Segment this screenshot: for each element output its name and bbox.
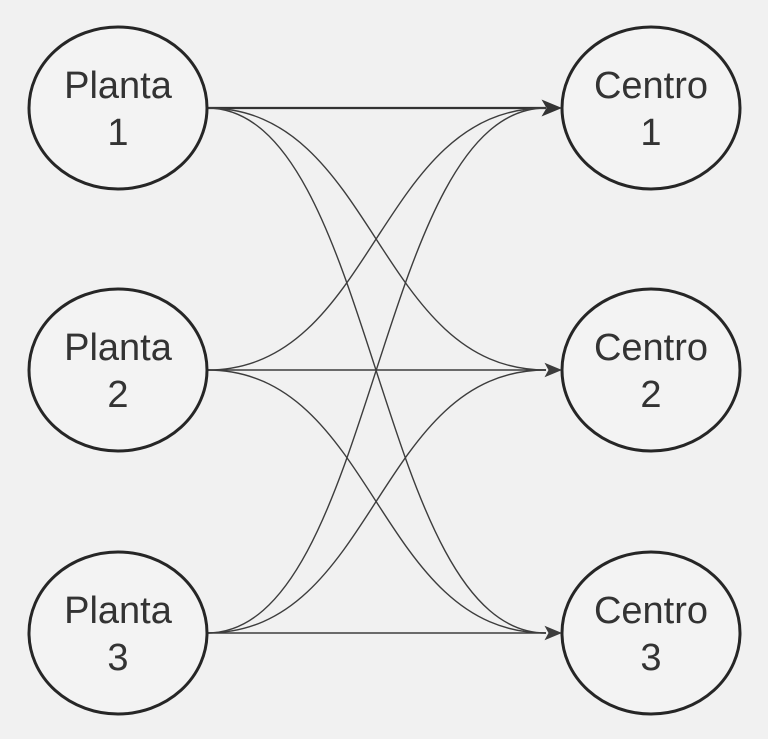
node-centro-3: Centro 3 <box>560 550 742 716</box>
node-centro-2-label: Centro <box>594 327 708 369</box>
node-planta-1-circle <box>27 25 209 191</box>
node-planta-3-label: Planta <box>64 590 173 632</box>
edge-planta3-centro1 <box>206 107 547 634</box>
node-centro-2-number: 2 <box>640 374 661 416</box>
node-centro-1: Centro 1 <box>560 25 742 191</box>
node-centro-3-label: Centro <box>594 590 708 632</box>
arrowhead-centro1-icon <box>541 99 562 117</box>
node-centro-2-circle <box>560 287 742 453</box>
edges-group <box>206 99 562 641</box>
node-planta-1-label: Planta <box>64 65 173 107</box>
node-centro-1-circle <box>560 25 742 191</box>
edge-planta3-centro2 <box>206 369 547 634</box>
node-planta-2-number: 2 <box>107 374 128 416</box>
node-centro-1-number: 1 <box>640 112 661 154</box>
arrowhead-centro2-icon <box>544 362 562 378</box>
node-planta-3-number: 3 <box>107 637 128 679</box>
node-planta-2: Planta 2 <box>27 287 209 453</box>
arrowhead-centro3-icon <box>544 625 562 641</box>
node-planta-3-circle <box>27 550 209 716</box>
node-planta-2-label: Planta <box>64 327 173 369</box>
node-centro-1-label: Centro <box>594 65 708 107</box>
node-centro-2: Centro 2 <box>560 287 742 453</box>
node-centro-3-circle <box>560 550 742 716</box>
edge-planta2-centro1 <box>206 107 547 371</box>
node-planta-1-number: 1 <box>107 112 128 154</box>
node-planta-1: Planta 1 <box>27 25 209 191</box>
node-planta-3: Planta 3 <box>27 550 209 716</box>
node-planta-2-circle <box>27 287 209 453</box>
node-centro-3-number: 3 <box>640 637 661 679</box>
